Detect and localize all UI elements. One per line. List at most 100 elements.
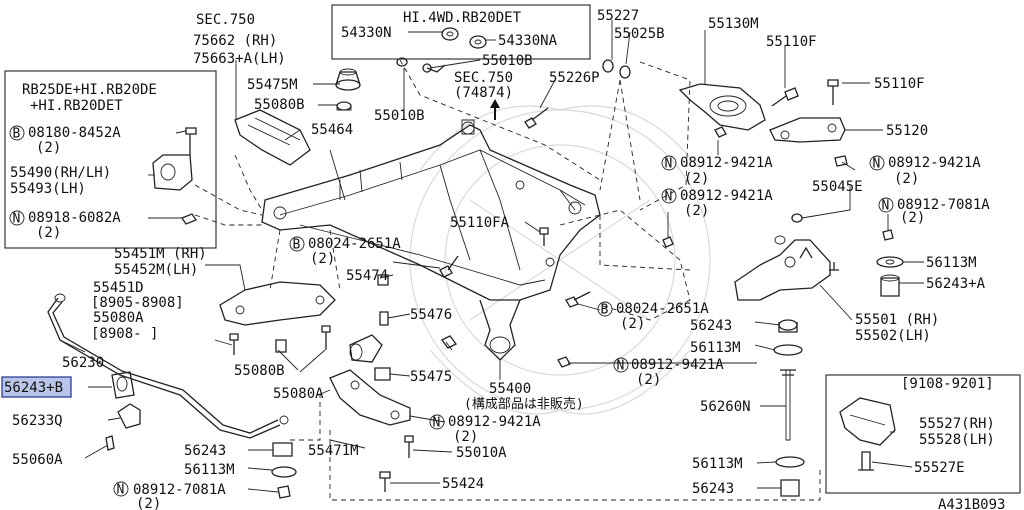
label-55501: 55501 (RH): [855, 312, 939, 328]
left-variant-box: [4, 70, 217, 249]
label-55080A-a: 55080A: [93, 310, 144, 326]
label-55424: 55424: [442, 476, 484, 492]
mark-b: B: [293, 238, 301, 253]
label-08912-9421A-5: 08912-9421A: [631, 357, 724, 373]
bolt-55226P: [524, 107, 549, 129]
label-08024-2651A-1: 08024-2651A: [308, 236, 401, 252]
mark-n: N: [873, 157, 881, 172]
member-55451M: [219, 281, 336, 326]
dash-left: [234, 154, 263, 211]
label-56243-b: 56243: [692, 481, 734, 497]
dash-bottom: [329, 430, 821, 501]
label-55475: 55475: [410, 369, 452, 385]
mark-n: N: [433, 416, 441, 431]
label-56243B-highlighted[interactable]: 56243+B: [4, 380, 63, 396]
link-55120: [769, 117, 846, 143]
label-55493: 55493(LH): [10, 181, 86, 197]
bolt-55110F-a: [771, 87, 799, 107]
label-sec750-mid: SEC.750: [454, 70, 513, 86]
label-55010B: 55010B: [374, 108, 425, 124]
washers-55227-55025B: [602, 59, 631, 79]
dash-bottom-left: [290, 395, 321, 441]
clamp-56233Q: [105, 403, 141, 451]
label-56243A: 56243+A: [926, 276, 986, 292]
label-54330N: 54330N: [341, 25, 392, 41]
label-55527: 55527(RH): [919, 416, 995, 432]
watermark: [409, 105, 711, 415]
right-variant-box: [825, 374, 1021, 494]
label-08912-9421A-5-qty: (2): [636, 372, 661, 388]
label-55080B-top: 55080B: [254, 97, 305, 113]
label-55025B: 55025B: [614, 26, 665, 42]
label-55010A: 55010A: [456, 445, 507, 461]
label-55502: 55502(LH): [855, 328, 931, 344]
label-08918-6082A: 08918-6082A: [28, 210, 121, 226]
label-55528: 55528(LH): [919, 432, 995, 448]
label-55110F-b: 55110F: [874, 76, 925, 92]
label-55226P: 55226P: [549, 70, 600, 86]
mark-n: N: [665, 157, 673, 172]
label-sec750-top: SEC.750: [196, 12, 255, 28]
stabilizer-56230: [47, 293, 281, 439]
label-08918-qty: (2): [36, 225, 61, 241]
label-55400: 55400: [489, 381, 531, 397]
label-08912-9421A-4-qty: (2): [453, 429, 478, 445]
bolt-55110F-b: [827, 79, 839, 105]
label-08912-9421A-3-qty: (2): [684, 203, 709, 219]
label-54330NA: 54330NA: [498, 33, 558, 49]
direction-arrow: [490, 99, 500, 120]
label-55400-note: (構成部品は非販売): [464, 396, 584, 412]
label-08180-8452A: 08180-8452A: [28, 125, 121, 141]
label-56113M-m: 56113M: [690, 340, 741, 356]
label-08912-9421A-2: 08912-9421A: [888, 155, 981, 171]
mark-n: N: [882, 199, 890, 214]
label-55130M: 55130M: [708, 16, 759, 32]
dash-mid-right: [599, 215, 691, 271]
label-08024-2651A-2: 08024-2651A: [616, 301, 709, 317]
label-55527E: 55527E: [914, 460, 965, 476]
label-55452M: 55452M(LH): [114, 262, 198, 278]
label-55476: 55476: [410, 307, 452, 323]
leader-lines: [59, 20, 924, 493]
label-56260N: 56260N: [700, 399, 751, 415]
label-08912-7081A-r: 08912-7081A: [897, 197, 990, 213]
dash-mid-left: [269, 229, 341, 291]
mount-55476: [349, 274, 391, 381]
label-56113M-b: 56113M: [692, 456, 743, 472]
label-55475M: 55475M: [247, 77, 298, 93]
bracket-55464: [234, 109, 311, 166]
left-box-title-2: +HI.RB20DET: [30, 98, 123, 114]
mount-55475M: [335, 68, 361, 91]
lower-left-hw: [271, 415, 297, 499]
label-55451D-date: [8905-8908]: [91, 295, 184, 311]
label-55080A-b: 55080A: [273, 386, 324, 402]
label-08912-9421A-1: 08912-9421A: [680, 155, 773, 171]
lower-arm-55501: [734, 235, 839, 301]
dash-right-top: [639, 61, 691, 211]
label-08912-9421A-4: 08912-9421A: [448, 414, 541, 430]
top-variant-box: [331, 4, 591, 60]
label-55110F-a: 55110F: [766, 34, 817, 50]
bushings-right: [876, 256, 904, 297]
label-56113M-r: 56113M: [926, 255, 977, 271]
dash-left-box: [194, 184, 263, 226]
bolts-lower-mid: [379, 227, 591, 492]
label-55045E: 55045E: [812, 179, 863, 195]
insulator-55490: [152, 154, 193, 191]
label-08024-2651A-2-qty: (2): [620, 316, 645, 332]
label-55451D: 55451D: [93, 280, 144, 296]
nut-08918: [181, 213, 197, 225]
arm-55130M: [678, 83, 766, 131]
dash-right-mid: [599, 79, 641, 201]
diagram-id: A431B093: [938, 497, 1005, 510]
bracket-55471M: [329, 369, 411, 426]
nut-55080B-top: [336, 101, 352, 111]
bracket-55527: [839, 397, 896, 471]
label-08180-qty: (2): [36, 140, 61, 156]
label-08912-7081A-l-qty: (2): [136, 496, 161, 510]
label-08024-2651A-1-qty: (2): [310, 251, 335, 267]
mark-b: B: [601, 303, 609, 318]
label-08912-9421A-1-qty: (2): [684, 171, 709, 187]
label-55474: 55474: [346, 268, 388, 284]
